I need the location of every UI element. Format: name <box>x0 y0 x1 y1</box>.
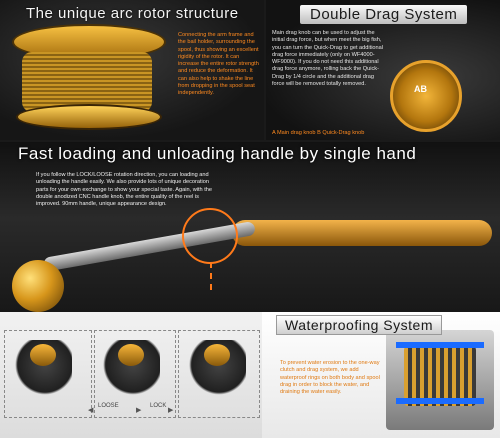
arrow-left-icon: ◀ <box>88 407 94 414</box>
handle-shaft-image <box>232 220 492 246</box>
reel-image-2 <box>100 340 160 402</box>
double-drag-footnote: A Main drag knob B Quick-Drag knob <box>272 130 365 136</box>
reel-frame-2 <box>94 330 176 418</box>
handle-text: If you follow the LOCK/LOOSE rotation di… <box>36 172 212 208</box>
waterproof-ring-top <box>396 342 484 348</box>
handle-title: Fast loading and unloading handle by sin… <box>18 144 417 163</box>
arrow-right-icon: ▶ <box>136 407 142 414</box>
waterproof-text: To prevent water erosion to the one-way … <box>280 360 380 396</box>
spool-bottom-rim <box>16 104 162 130</box>
handle-knob-image <box>12 260 64 312</box>
reel-frame-1 <box>4 330 92 418</box>
double-drag-title: Double Drag System <box>300 5 468 24</box>
arc-rotor-title: The unique arc rotor structure <box>26 5 239 22</box>
arrow-right-icon: ▶ <box>168 407 174 414</box>
lock-label: LOCK <box>150 403 167 409</box>
reel-image-1 <box>12 340 72 402</box>
handle-detail-circle <box>182 208 238 264</box>
reel-image-3 <box>186 340 246 402</box>
arc-rotor-text: Connecting the arm frame and the bail ho… <box>178 32 259 97</box>
cutaway-core <box>404 346 476 406</box>
drag-knob-image <box>390 60 462 132</box>
reel-frame-3 <box>178 330 260 418</box>
double-drag-text: Main drag knob can be used to adjust the… <box>272 30 384 88</box>
waterproof-title: Waterproofing System <box>276 315 442 335</box>
spool-line-body <box>22 52 152 112</box>
handle-detail-line <box>210 262 213 290</box>
drag-knob-label: AB <box>414 84 427 94</box>
waterproof-ring-bottom <box>396 398 484 404</box>
loose-label: LOOSE <box>98 403 119 409</box>
